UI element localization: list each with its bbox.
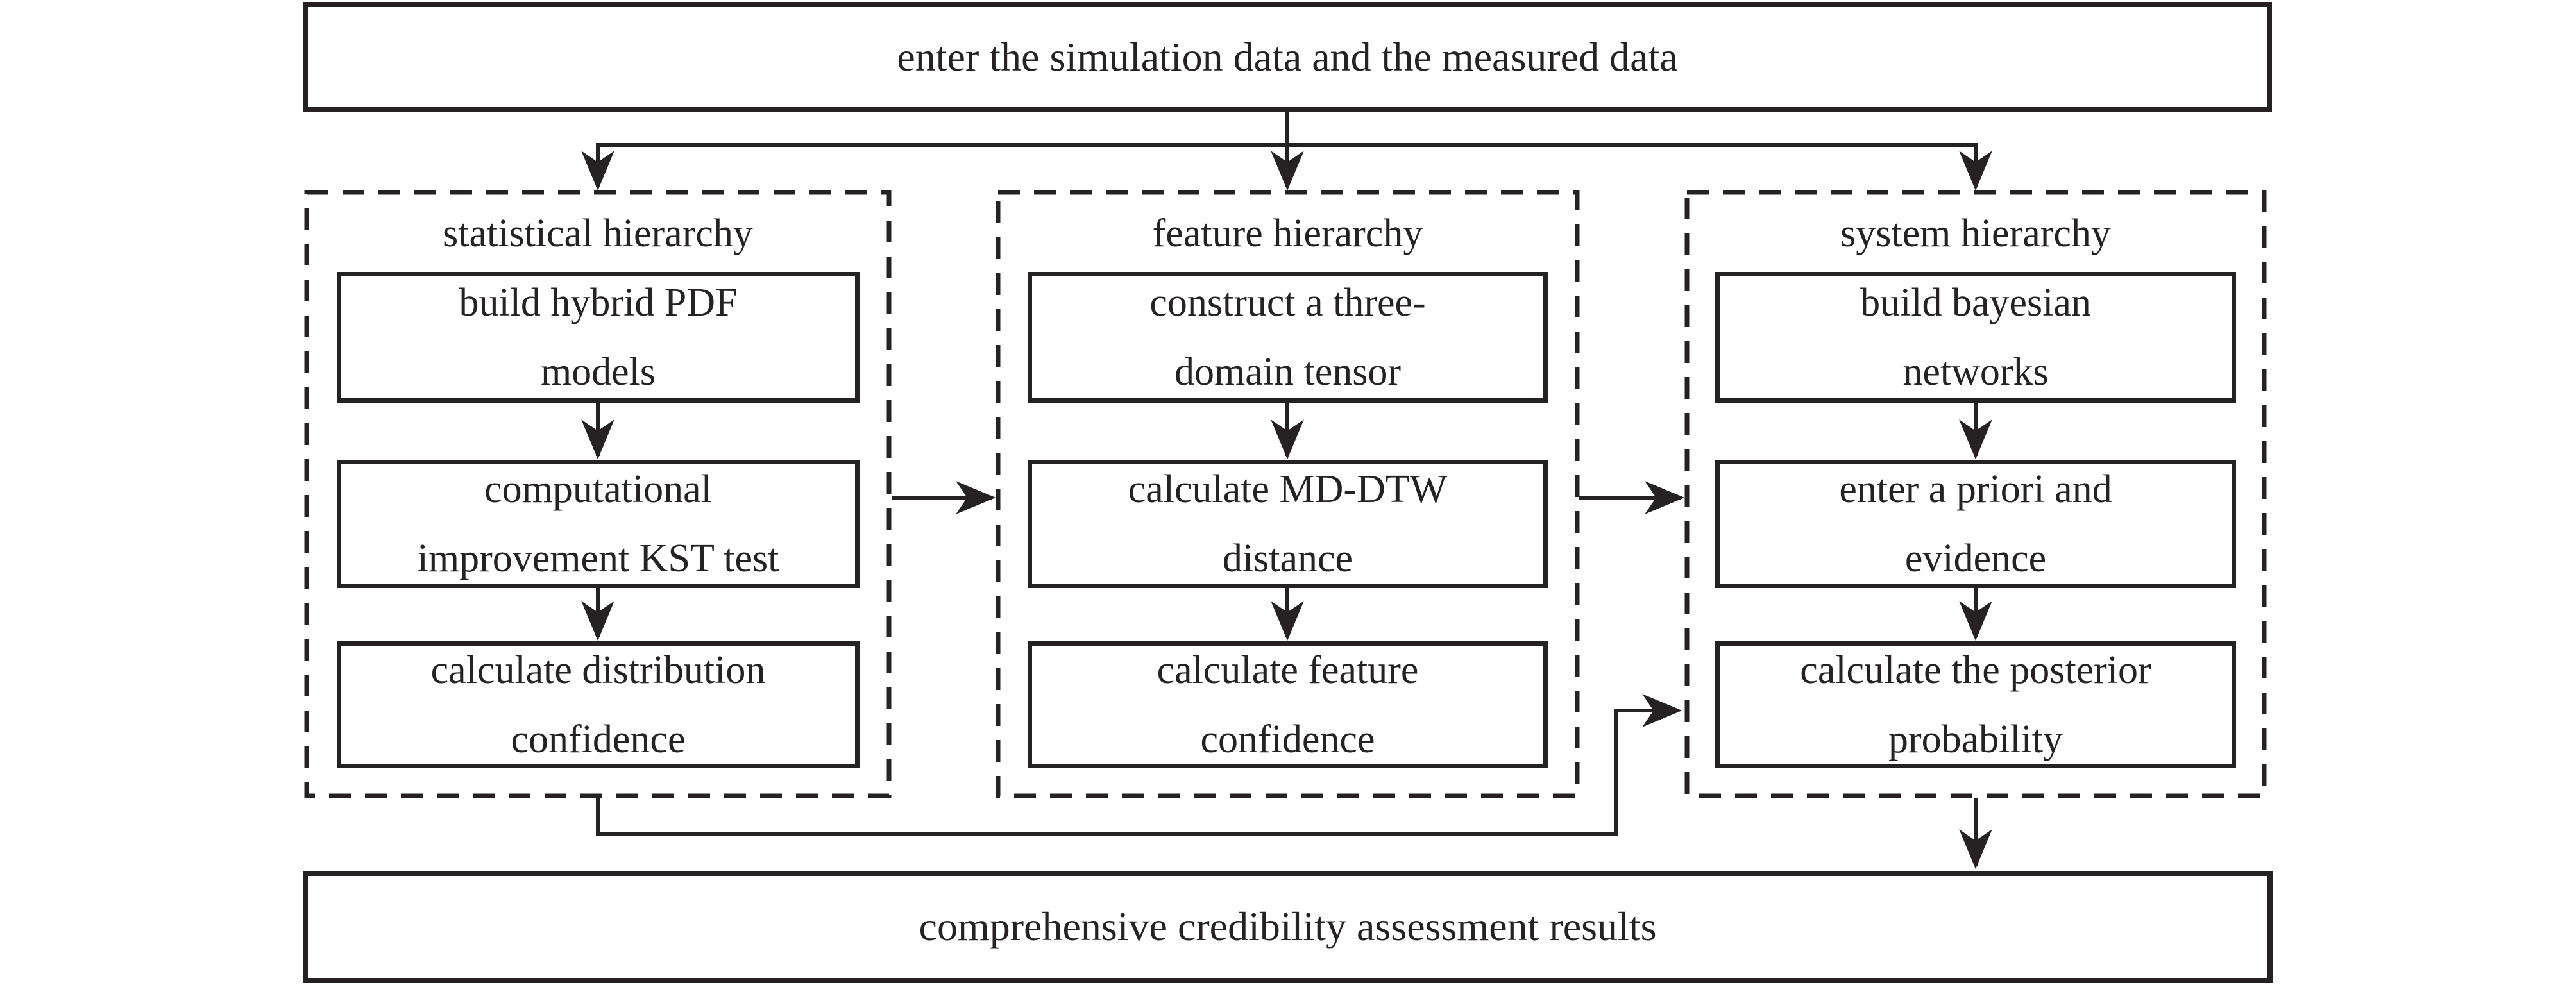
step-build-hybrid-pdf-models: build hybrid PDF models xyxy=(337,272,860,403)
step-computational-improvement-kst-test: computational improvement KST test xyxy=(337,460,860,588)
feature-hierarchy-frame xyxy=(996,190,1580,798)
statistical-hierarchy-title: statistical hierarchy xyxy=(443,211,753,255)
connector-statistical-to-posterior xyxy=(596,694,1682,836)
step-construct-three-domain-tensor: construct a three- domain tensor xyxy=(1028,272,1548,403)
statistical-hierarchy-frame xyxy=(304,190,892,798)
step-calculate-feature-confidence: calculate feature confidence xyxy=(1028,641,1548,768)
results-box: comprehensive credibility assessment res… xyxy=(303,871,2273,983)
feature-hierarchy-title: feature hierarchy xyxy=(1152,211,1423,255)
system-hierarchy-title: system hierarchy xyxy=(1840,211,2111,255)
input-box: enter the simulation data and the measur… xyxy=(303,2,2272,112)
step-calculate-distribution-confidence: calculate distribution confidence xyxy=(337,641,860,768)
system-hierarchy-frame xyxy=(1684,190,2267,798)
step-build-bayesian-networks: build bayesian networks xyxy=(1715,272,2236,403)
step-calculate-md-dtw-distance: calculate MD-DTW distance xyxy=(1028,460,1548,588)
step-calculate-posterior-probability: calculate the posterior probability xyxy=(1715,641,2236,768)
step-enter-a-priori-and-evidence: enter a priori and evidence xyxy=(1715,460,2236,588)
